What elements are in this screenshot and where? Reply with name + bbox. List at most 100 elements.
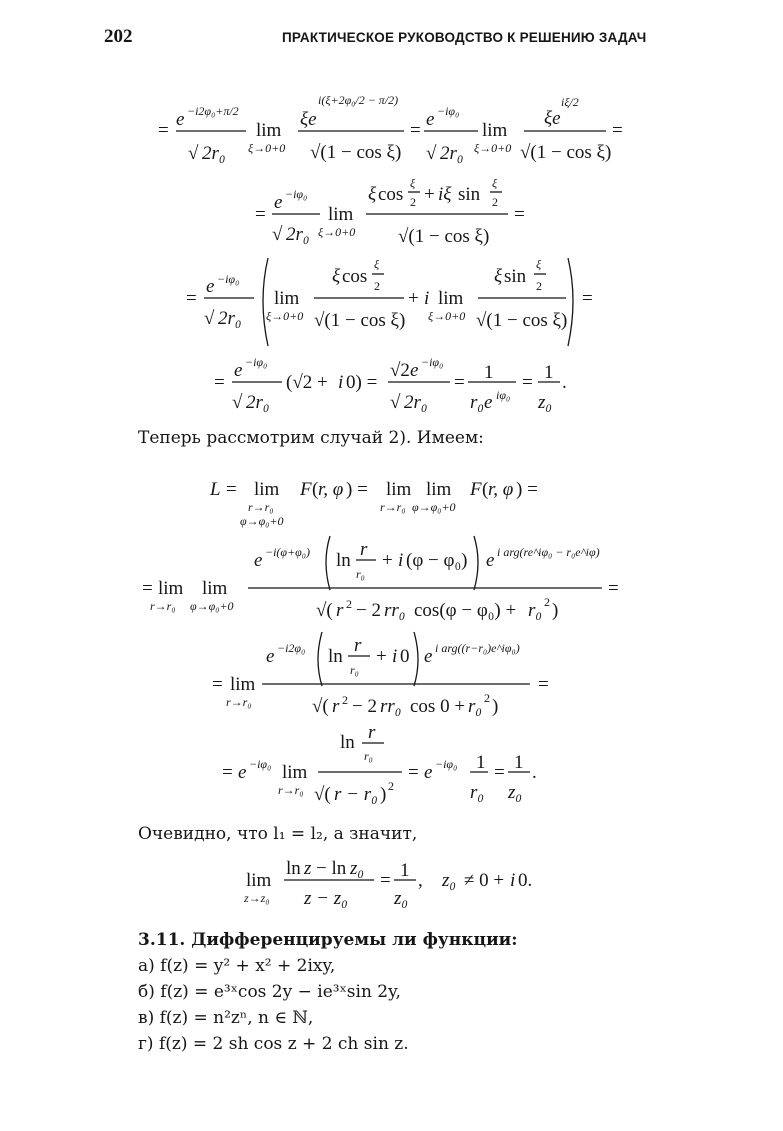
svg-text:√2: √2 [390,360,410,381]
svg-text:r₀: r₀ [468,696,482,717]
conclusion-text: Очевидно, что l₁ = l₂, а значит, [138,824,418,844]
svg-text:z→z₀: z→z₀ [243,891,270,905]
svg-text:ln: ln [286,858,301,879]
svg-text:r₀: r₀ [356,567,365,581]
svg-text:=: = [186,288,197,309]
svg-text:−iφ₀: −iφ₀ [437,104,459,118]
svg-text:r: r [360,539,368,560]
formula-line-8: = e−iφ₀ lim r→r₀ ln rr₀ √(r − r₀)2 = e−i… [222,722,537,805]
svg-text:ξe: ξe [300,109,317,130]
svg-text:√(1 − cos ξ): √(1 − cos ξ) [310,142,401,163]
svg-text:): ) [380,784,386,805]
svg-text:=: = [214,372,225,393]
svg-text:1: 1 [544,362,554,383]
svg-text:ξ→0+0: ξ→0+0 [474,141,511,155]
svg-text:ln: ln [336,550,351,571]
svg-text:(: ( [482,479,488,500]
svg-text:1: 1 [514,752,524,773]
svg-text:r₀e: r₀e [470,392,492,413]
svg-text:lim: lim [158,578,184,599]
svg-text:i: i [338,372,343,393]
svg-text:ln: ln [328,646,343,667]
svg-text:1: 1 [476,752,486,773]
svg-text:i(ξ+2φ₀/2 − π/2): i(ξ+2φ₀/2 − π/2) [318,93,398,107]
svg-text:2r₀: 2r₀ [218,308,242,329]
svg-text:ξ→0+0: ξ→0+0 [266,309,303,323]
svg-text:): ) [492,696,498,717]
svg-text:sin: sin [458,184,481,205]
svg-text:−i2φ₀: −i2φ₀ [277,641,305,655]
svg-text:φ→φ₀+0: φ→φ₀+0 [240,514,284,528]
svg-text:e: e [206,276,214,297]
svg-text:−iφ₀: −iφ₀ [435,757,457,771]
svg-text:2r₀: 2r₀ [246,392,270,413]
svg-text:lim: lim [482,120,508,141]
svg-text:+: + [408,288,419,309]
svg-text:r→r₀: r→r₀ [150,599,176,613]
svg-text:2: 2 [492,195,498,209]
svg-text:=: = [408,762,419,783]
svg-text:=: = [226,479,237,500]
svg-text:2: 2 [374,279,380,293]
svg-text:=: = [212,674,223,695]
svg-text:ξ→0+0: ξ→0+0 [248,141,285,155]
svg-text:(: ( [312,479,318,500]
svg-text:e: e [486,550,494,571]
svg-text:r: r [368,722,376,743]
formula-line-5: L= lim r→r₀ φ→φ₀+0 F(r, φ) = lim r→r₀ li… [209,479,538,528]
svg-text:=: = [612,120,623,141]
svg-text:e: e [274,192,282,213]
svg-text:−i(φ+φ₀): −i(φ+φ₀) [265,545,310,559]
svg-text:e: e [254,550,262,571]
svg-text:−iφ₀: −iφ₀ [421,355,443,369]
svg-text:r₀: r₀ [470,782,484,803]
problem-title: 3.11. Дифференцируемы ли функции: [138,930,518,950]
svg-text:iξ: iξ [438,184,452,205]
svg-text:=: = [380,870,391,891]
svg-text:lim: lim [256,120,282,141]
svg-text:lim: lim [202,578,228,599]
svg-text:√(1 − cos ξ): √(1 − cos ξ) [398,226,489,247]
svg-text:−iφ₀: −iφ₀ [245,355,267,369]
svg-text:ξ→0+0: ξ→0+0 [428,309,465,323]
svg-text:i arg((r−r₀)e^iφ₀): i arg((r−r₀)e^iφ₀) [435,641,520,655]
svg-text:+: + [376,646,387,667]
svg-text:2r₀: 2r₀ [440,143,464,164]
svg-text:(φ − φ₀): (φ − φ₀) [406,550,467,571]
svg-text:ξ: ξ [410,176,416,190]
svg-text:e: e [176,109,184,130]
svg-text:ξ: ξ [374,257,380,271]
running-title: ПРАКТИЧЕСКОЕ РУКОВОДСТВО К РЕШЕНИЮ ЗАДАЧ [282,30,647,45]
svg-text:φ→φ₀+0: φ→φ₀+0 [190,599,234,613]
svg-text:2r₀: 2r₀ [202,143,226,164]
svg-text:e: e [410,360,418,381]
svg-text:cos: cos [378,184,403,205]
svg-text:F: F [469,479,482,500]
svg-text:z₀: z₀ [349,858,364,879]
svg-text:z₀: z₀ [393,888,408,909]
svg-text:√(1 − cos ξ): √(1 − cos ξ) [520,142,611,163]
svg-text:r→r₀: r→r₀ [278,783,304,797]
svg-text:+: + [424,184,435,205]
svg-text:i arg(re^iφ₀ − r₀e^iφ): i arg(re^iφ₀ − r₀e^iφ) [497,545,600,559]
svg-text:0: 0 [400,646,410,667]
svg-text:=: = [514,204,525,225]
svg-text:) =: ) = [516,479,538,500]
svg-text:2r₀: 2r₀ [404,392,428,413]
svg-text:): ) [552,600,558,621]
svg-text:√: √ [188,143,199,164]
svg-text:ξ: ξ [494,266,503,287]
svg-text:ξe: ξe [544,108,561,129]
svg-text:2: 2 [484,691,490,705]
svg-text:sin: sin [504,266,527,287]
svg-text:−i2φ₀+π/2: −i2φ₀+π/2 [187,104,239,118]
svg-text:ln: ln [340,732,355,753]
svg-text:ξ: ξ [492,176,498,190]
svg-text:r→r₀: r→r₀ [248,500,274,514]
svg-text:=: = [522,372,533,393]
svg-text:0) =: 0) = [346,372,377,393]
svg-text:e: e [266,646,274,667]
svg-text:(√2 +: (√2 + [286,372,328,393]
svg-text:ξ→0+0: ξ→0+0 [318,225,355,239]
